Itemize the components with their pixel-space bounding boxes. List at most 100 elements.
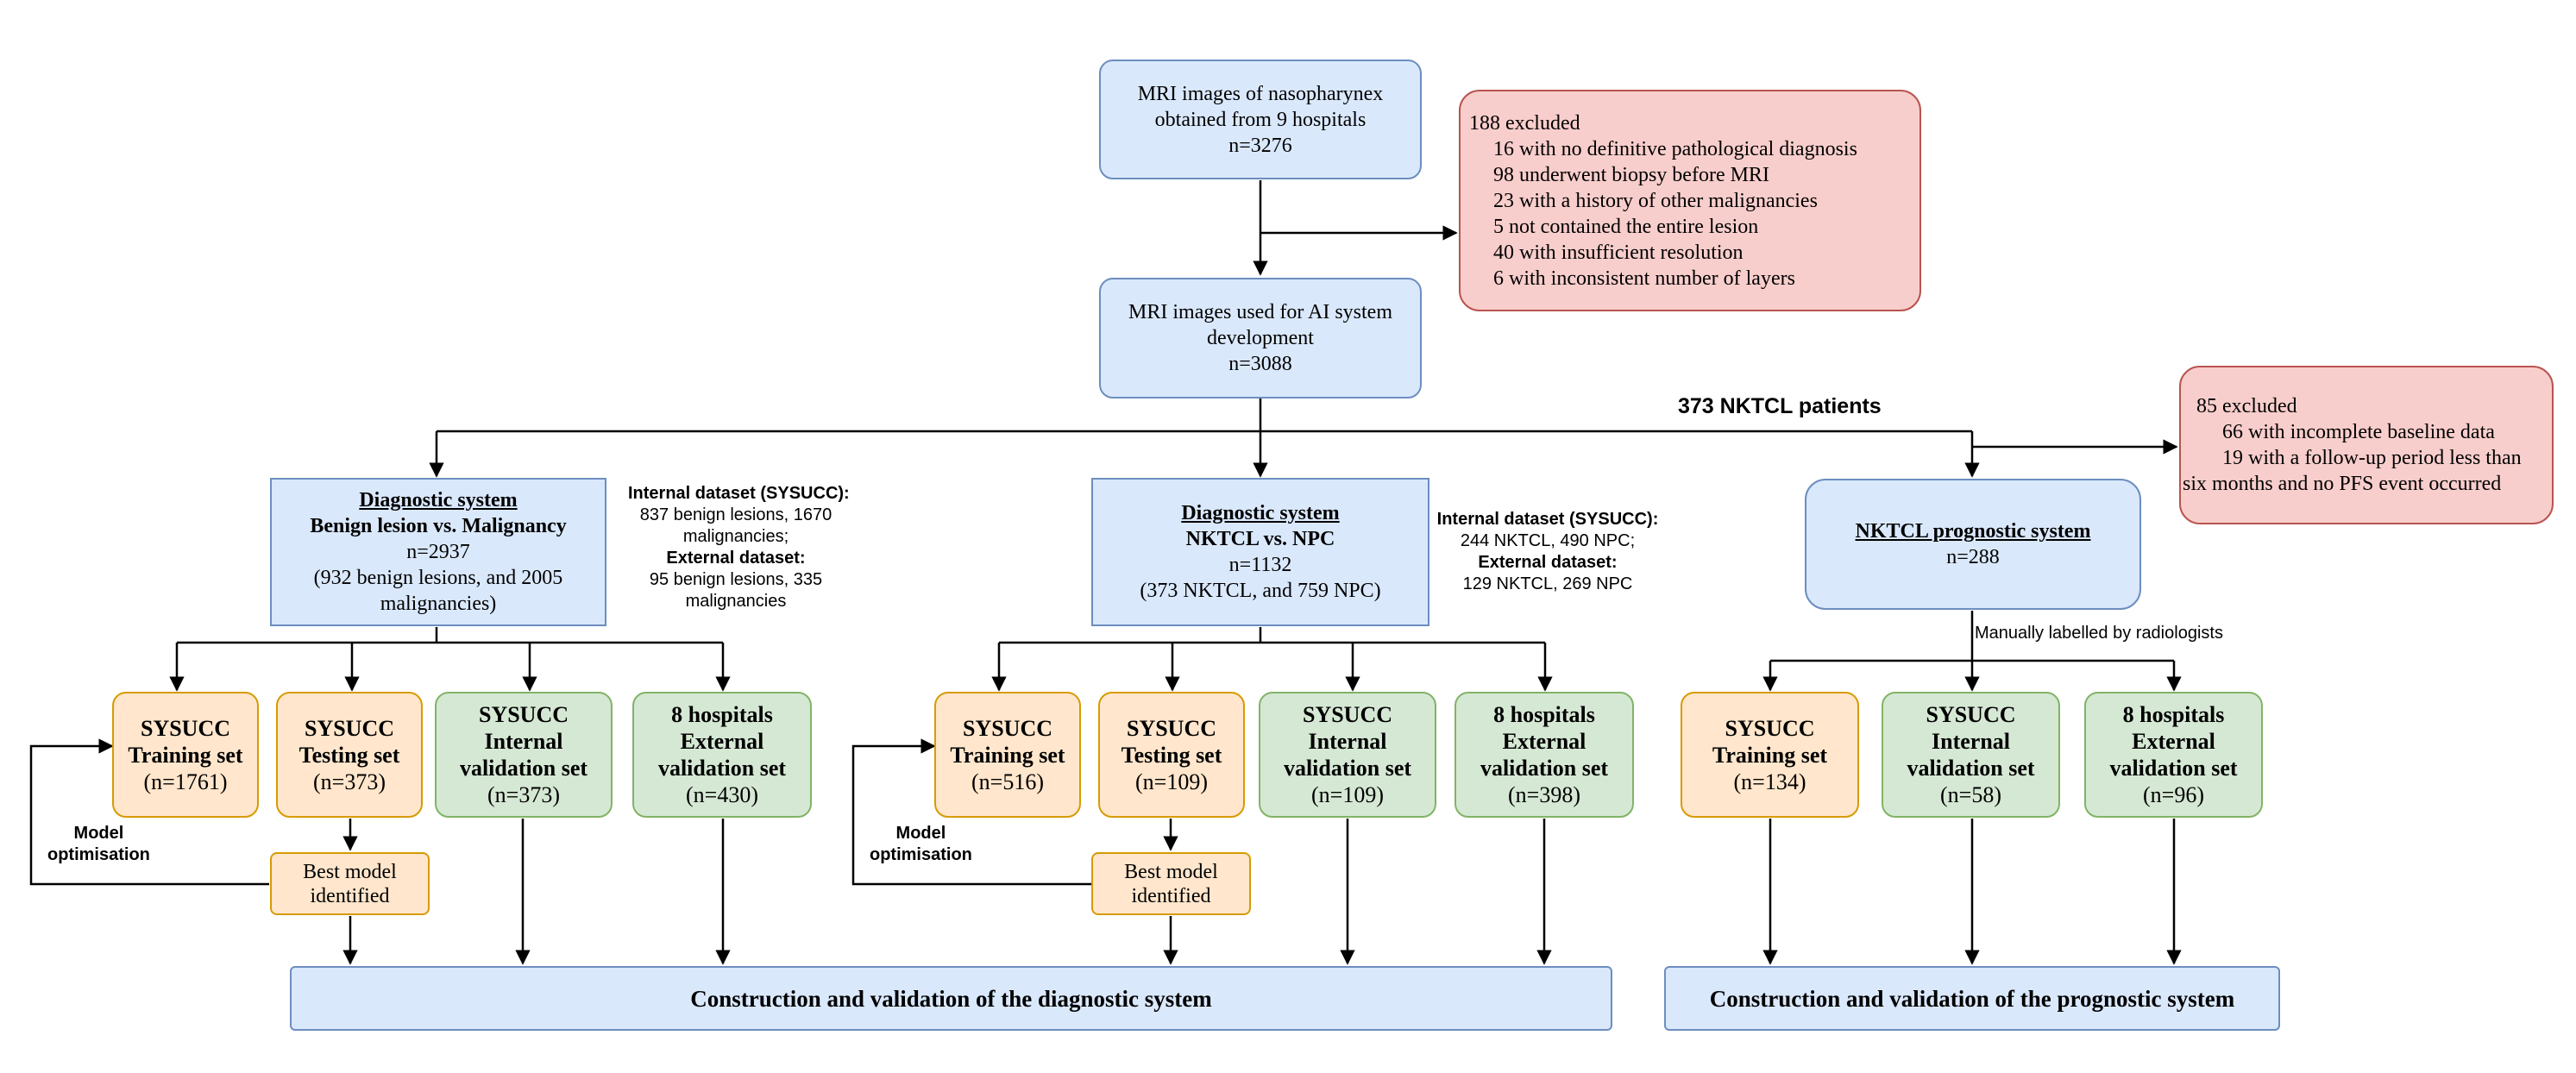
diag2-external-title: External dataset:	[1478, 553, 1618, 572]
d2-model-opt-l1: Model	[895, 824, 946, 843]
manual-label: Manually labelled by radiologists	[1975, 624, 2223, 643]
p-training-count: (n=134)	[1733, 769, 1806, 794]
diag1-internal-title: Internal dataset (SYSUCC):	[628, 484, 850, 503]
exclusion-list-right: 85 excluded 66 with incomplete baseline …	[2183, 393, 2522, 497]
d1-testing-l1: SYSUCC	[304, 715, 395, 741]
d2-testing-set-box: SYSUCC Testing set (n=109)	[1098, 692, 1245, 818]
d1-model-opt-l2: optimisation	[47, 845, 150, 864]
diag2-title: Diagnostic system	[1181, 502, 1340, 524]
diagnostic-system-benign-malignant: Diagnostic system Benign lesion vs. Mali…	[270, 478, 606, 626]
diag1-internal-line-2: malignancies;	[682, 527, 789, 546]
d2-internal-count: (n=109)	[1311, 782, 1384, 807]
diag1-count: n=2937	[406, 541, 470, 563]
p-external-l1: 8 hospitals	[2122, 702, 2225, 727]
p-external-count: (n=96)	[2143, 782, 2204, 807]
prognostic-construction-bar: Construction and validation of the progn…	[1664, 966, 2280, 1031]
d1-testing-set-box: SYSUCC Testing set (n=373)	[276, 692, 423, 818]
diagnostic-system-nktcl-npc: Diagnostic system NKTCL vs. NPC n=1132 (…	[1091, 478, 1429, 626]
ai-development-box: MRI images used for AI system developmen…	[1099, 278, 1422, 398]
d2-testing-l1: SYSUCC	[1126, 715, 1217, 741]
p-external-l3: validation set	[2109, 756, 2238, 781]
ai-dev-line-2: development	[1207, 327, 1314, 349]
d1-best-model-l1: Best model	[303, 860, 397, 883]
d2-training-set-box: SYSUCC Training set (n=516)	[934, 692, 1081, 818]
d2-training-l1: SYSUCC	[962, 715, 1053, 741]
exclusion-list-top: 188 excluded 16 with no definitive patho…	[1469, 110, 1857, 292]
d1-training-count: (n=1761)	[143, 769, 228, 794]
d2-external-l2: External	[1502, 729, 1586, 754]
diag1-external-title: External dataset:	[666, 549, 806, 568]
d2-internal-l2: Internal	[1308, 729, 1387, 754]
d1-external-count: (n=430)	[686, 782, 758, 807]
diag2-internal-line-1: 244 NKTCL, 490 NPC;	[1460, 531, 1636, 550]
d1-best-model-box: Best model identified	[270, 852, 430, 915]
exclusion-right-item: 19 with a follow-up period less than	[2222, 447, 2522, 469]
diag1-dataset-note: Internal dataset (SYSUCC): 837 benign le…	[628, 483, 850, 612]
d1-training-l2: Training set	[128, 742, 243, 768]
exclusion-right-title: 85 excluded	[2196, 395, 2297, 417]
d2-testing-count: (n=109)	[1135, 769, 1208, 794]
d1-training-l1: SYSUCC	[140, 715, 231, 741]
exclusion-top-item: 98 underwent biopsy before MRI	[1493, 163, 1769, 186]
d2-external-count: (n=398)	[1508, 782, 1580, 807]
d1-best-model-l2: identified	[310, 884, 390, 907]
diag1-internal-line-1: 837 benign lesions, 1670	[639, 505, 832, 524]
p-internal-l2: Internal	[1932, 729, 2010, 754]
diag1-external-line-2: malignancies	[685, 592, 787, 611]
prognostic-construction-label: Construction and validation of the progn…	[1709, 985, 2235, 1012]
p-external-validation-box: 8 hospitals External validation set (n=9…	[2084, 692, 2263, 818]
diag1-external-line-1: 95 benign lesions, 335	[649, 570, 823, 589]
d2-external-validation-box: 8 hospitals External validation set (n=3…	[1454, 692, 1634, 818]
d2-best-model-l2: identified	[1131, 884, 1211, 907]
d2-model-optimisation-label: Model optimisation	[870, 823, 972, 866]
source-mri-box: MRI images of nasopharynex obtained from…	[1099, 60, 1422, 179]
p-internal-l1: SYSUCC	[1926, 702, 2016, 727]
d1-external-l2: External	[680, 729, 764, 754]
exclusion-top-item: 5 not contained the entire lesion	[1493, 215, 1759, 238]
d2-best-model-l1: Best model	[1124, 860, 1218, 883]
diag2-dataset-note: Internal dataset (SYSUCC): 244 NKTCL, 49…	[1436, 509, 1660, 595]
d1-testing-count: (n=373)	[313, 769, 386, 794]
d2-internal-l3: validation set	[1283, 756, 1412, 781]
d2-best-model-box: Best model identified	[1091, 852, 1251, 915]
exclusion-right-item: 66 with incomplete baseline data	[2222, 421, 2495, 443]
d1-external-l1: 8 hospitals	[671, 702, 773, 727]
d1-internal-l3: validation set	[459, 756, 588, 781]
d2-testing-l2: Testing set	[1121, 742, 1222, 768]
d2-internal-validation-box: SYSUCC Internal validation set (n=109)	[1259, 692, 1436, 818]
p-training-set-box: SYSUCC Training set (n=134)	[1681, 692, 1859, 818]
d1-external-l3: validation set	[657, 756, 787, 781]
diagnostic-construction-bar: Construction and validation of the diagn…	[290, 966, 1612, 1031]
p-external-l2: External	[2132, 729, 2215, 754]
nktcl-patients-label: 373 NKTCL patients	[1678, 394, 1882, 418]
diag2-internal-title: Internal dataset (SYSUCC):	[1436, 510, 1659, 529]
diag1-detail-2: malignancies)	[380, 593, 497, 615]
d1-training-set-box: SYSUCC Training set (n=1761)	[112, 692, 259, 818]
ai-dev-count: n=3088	[1228, 353, 1292, 375]
prog-count: n=288	[1946, 546, 2000, 568]
exclusion-top-title: 188 excluded	[1469, 111, 1580, 135]
exclusion-top-item: 16 with no definitive pathological diagn…	[1493, 137, 1857, 160]
d2-training-l2: Training set	[950, 742, 1065, 768]
exclusion-top-item: 23 with a history of other malignancies	[1493, 189, 1818, 212]
diagnostic-construction-label: Construction and validation of the diagn…	[690, 985, 1212, 1012]
d1-internal-l2: Internal	[484, 729, 563, 754]
d1-internal-count: (n=373)	[487, 782, 560, 807]
d1-internal-l1: SYSUCC	[478, 702, 569, 727]
diag1-title: Diagnostic system	[359, 489, 518, 511]
prognostic-system-box: NKTCL prognostic system n=288	[1805, 479, 2141, 610]
ai-dev-line-1: MRI images used for AI system	[1128, 301, 1392, 323]
exclusion-box-top: 188 excluded 16 with no definitive patho…	[1459, 90, 1921, 311]
d1-model-opt-l1: Model	[73, 824, 124, 843]
p-training-l2: Training set	[1712, 742, 1828, 768]
diag2-detail: (373 NKTCL, and 759 NPC)	[1140, 580, 1381, 602]
p-internal-l3: validation set	[1907, 756, 2035, 781]
p-training-l1: SYSUCC	[1725, 715, 1815, 741]
source-line-1: MRI images of nasopharynex	[1137, 82, 1384, 105]
d2-model-opt-l2: optimisation	[870, 845, 972, 864]
diag1-subtitle: Benign lesion vs. Malignancy	[310, 515, 567, 537]
d1-testing-l2: Testing set	[298, 742, 400, 768]
d2-external-l3: validation set	[1480, 756, 1609, 781]
